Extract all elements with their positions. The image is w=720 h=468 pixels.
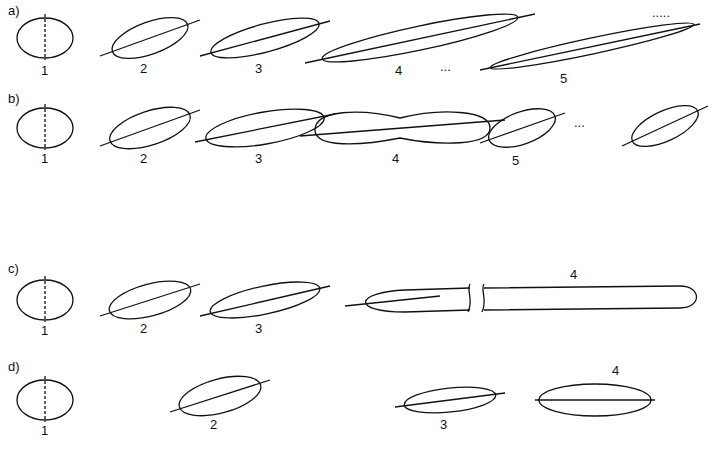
stage-number: 2 — [140, 152, 147, 165]
stage-number: 5 — [560, 72, 567, 85]
stage-number: 1 — [41, 64, 48, 77]
stage-number: 2 — [210, 418, 217, 431]
continuation-dots: ... — [440, 60, 451, 73]
continuation-dots: ... — [574, 116, 585, 129]
row-label: c) — [8, 262, 19, 275]
stage-number: 3 — [255, 322, 262, 335]
stage-number: 2 — [140, 62, 147, 75]
stage-number: 1 — [41, 152, 48, 165]
stage-number: 4 — [612, 364, 619, 377]
row-label: a) — [8, 4, 20, 17]
stage-number: 3 — [255, 152, 262, 165]
continuation-dots: ..... — [652, 6, 670, 19]
row-label: b) — [8, 92, 20, 105]
stage-number: 1 — [41, 424, 48, 437]
stage-number: 4 — [570, 268, 577, 281]
row-d-drops — [17, 369, 655, 424]
stage-number: 5 — [512, 154, 519, 167]
stage-number: 3 — [440, 418, 447, 431]
stage-number: 4 — [395, 64, 402, 77]
row-a-drops — [17, 5, 700, 75]
stage-number: 4 — [392, 152, 399, 165]
row-label: d) — [8, 360, 20, 373]
stage-number: 3 — [255, 62, 262, 75]
row-b-drops — [17, 97, 708, 157]
row-c-drops — [17, 274, 697, 327]
stage-number: 2 — [140, 322, 147, 335]
stage-number: 1 — [41, 324, 48, 337]
